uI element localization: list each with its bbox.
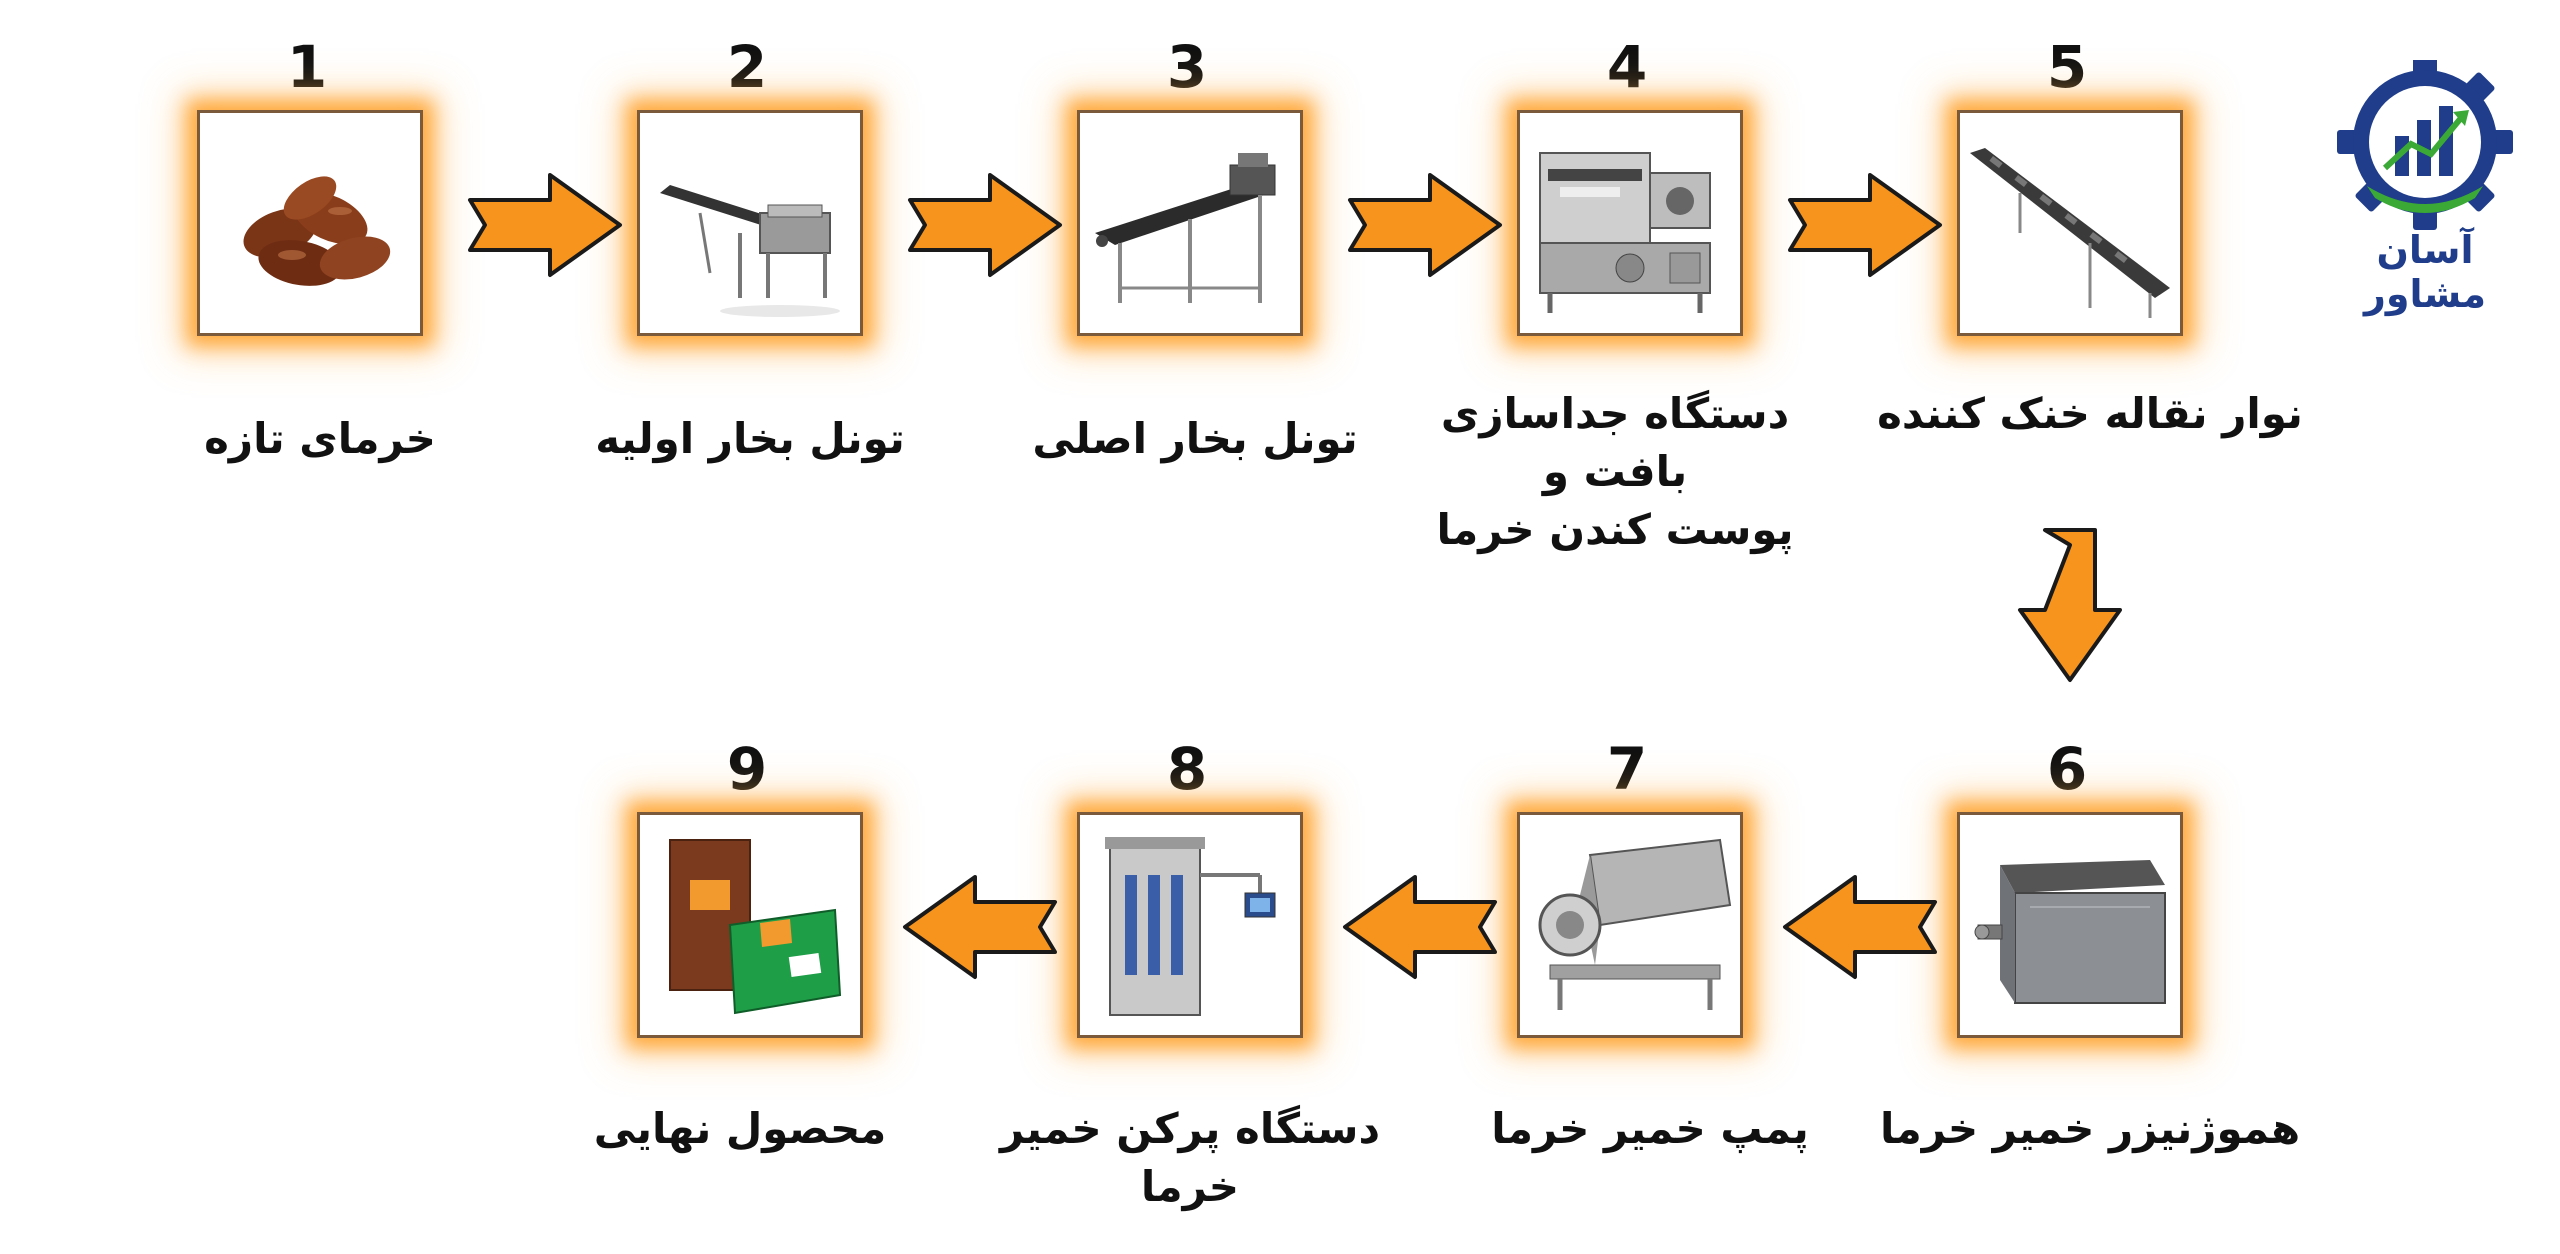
step-image-3	[1077, 110, 1303, 336]
arrow-right-icon	[468, 173, 622, 277]
step-image-9	[637, 812, 863, 1038]
filling-machine-image	[1105, 837, 1276, 1016]
step-label-4-line2: پوست کندن خرما	[1436, 505, 1794, 554]
homogenizer-image	[1974, 860, 2166, 1004]
arrow-right-icon	[1788, 173, 1942, 277]
brand-name: آسان مشاور	[2364, 228, 2486, 316]
step-label-2: تونل بخار اولیه	[595, 414, 905, 463]
step-number: 2	[726, 33, 768, 101]
step-image-6	[1957, 812, 2183, 1038]
step-image-2	[637, 110, 863, 336]
step-label-7: پمپ خمیر خرما	[1491, 1104, 1809, 1153]
primary-steam-tunnel-image	[660, 185, 840, 317]
arrow-down-icon	[2018, 528, 2122, 682]
arrow-left-icon	[1343, 875, 1497, 979]
step-number: 4	[1606, 33, 1648, 101]
step-image-1	[197, 110, 423, 336]
step-image-7	[1517, 812, 1743, 1038]
cooling-conveyor-image	[1970, 148, 2170, 318]
step-number: 9	[726, 735, 768, 803]
step-label-9: محصول نهایی	[593, 1104, 887, 1153]
step-label-4-line1: دستگاه جداسازی بافت و	[1440, 389, 1790, 496]
step-image-5	[1957, 110, 2183, 336]
step-label-4: دستگاه جداسازی بافت و پوست کندن خرما	[1385, 385, 1845, 559]
gear-chart-icon	[2337, 54, 2513, 230]
arrow-right-icon	[908, 173, 1062, 277]
step-label-1: خرمای تازه	[204, 414, 436, 463]
step-image-4	[1517, 110, 1743, 336]
step-label-5: نوار نقاله خنک کننده	[1877, 389, 2303, 438]
step-number: 1	[286, 33, 328, 101]
step-number: 5	[2046, 33, 2088, 101]
step-label-8: دستگاه پرکن خمیر خرما	[999, 1104, 1381, 1211]
step-label-3: تونل بخار اصلی	[1032, 414, 1358, 463]
paste-pump-image	[1538, 838, 1732, 1010]
main-steam-tunnel-image	[1095, 153, 1276, 303]
arrow-right-icon	[1348, 173, 1502, 277]
step-number: 6	[2046, 735, 2088, 803]
step-number: 3	[1166, 33, 1208, 101]
brand-logo: آسان مشاور	[2320, 54, 2530, 316]
step-number: 7	[1606, 735, 1648, 803]
arrow-left-icon	[1783, 875, 1937, 979]
step-label-6: هموژنیزر خمیر خرما	[1879, 1104, 2301, 1153]
peeling-machine-image	[1539, 152, 1711, 313]
final-product-image	[669, 839, 842, 1015]
step-number: 8	[1166, 735, 1208, 803]
dates-image	[243, 176, 391, 286]
step-image-8	[1077, 812, 1303, 1038]
arrow-left-icon	[903, 875, 1057, 979]
